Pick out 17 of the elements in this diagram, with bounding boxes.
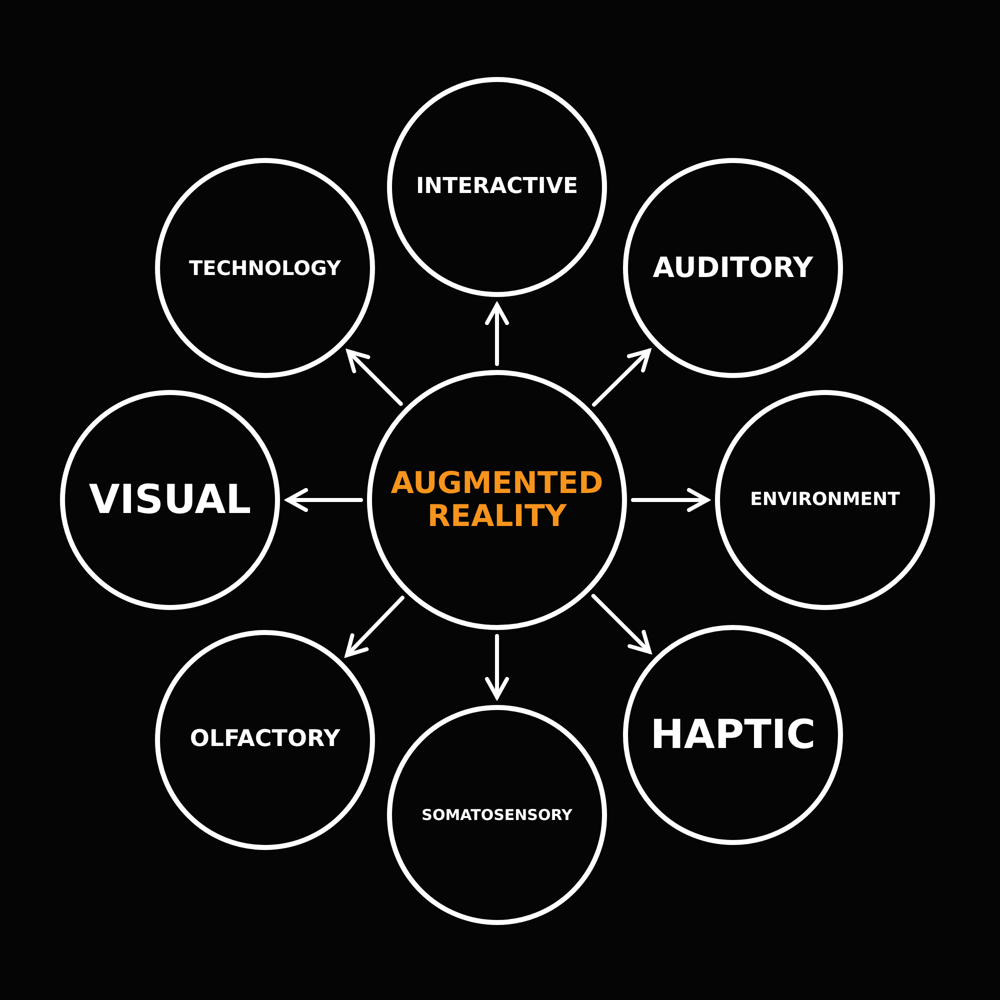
topic-label: AUDITORY: [652, 252, 814, 284]
topic-label: ENVIRONMENT: [749, 490, 901, 510]
central-title: AUGMENTED REALITY: [390, 467, 604, 533]
topic-label: TECHNOLOGY: [188, 257, 342, 279]
arrow: [286, 488, 363, 512]
arrow: [631, 488, 709, 512]
topic-label: INTERACTIVE: [415, 174, 579, 200]
topic-label: OLFACTORY: [188, 727, 342, 753]
arrow: [485, 303, 509, 366]
arrow: [485, 634, 509, 699]
arrow: [345, 596, 404, 658]
topic-label: VISUAL: [88, 478, 252, 522]
topic-label: HAPTIC: [649, 713, 817, 757]
arrow: [591, 594, 652, 654]
arrow: [346, 349, 403, 406]
topic-label: SOMATOSENSORY: [420, 806, 574, 824]
arrow: [592, 348, 651, 407]
